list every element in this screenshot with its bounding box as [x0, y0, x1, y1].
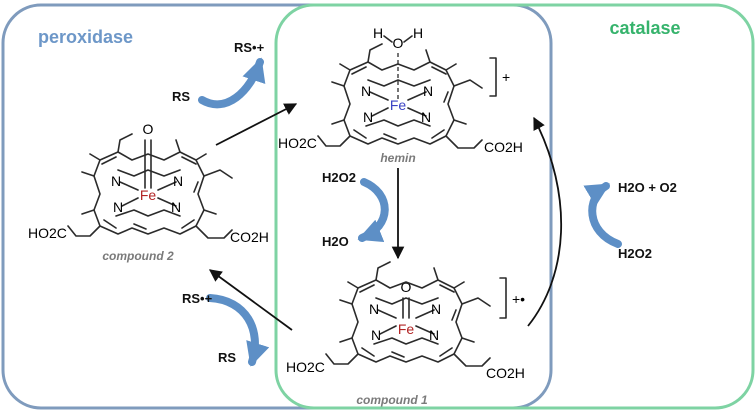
- label-right-out: H2O + O2: [618, 180, 677, 195]
- compound1-charge: +•: [512, 291, 525, 307]
- label-center-in: H2O2: [322, 170, 356, 185]
- compound2-ligand-o: O: [143, 121, 154, 137]
- compound2-n1: N: [111, 173, 121, 189]
- hemin-charge: +: [502, 69, 510, 85]
- compound2-molecule: O N N N N Fe HO2C CO2H compound 2: [28, 121, 269, 263]
- catalase-title: catalase: [609, 18, 680, 38]
- label-right-in: H2O2: [618, 246, 652, 261]
- compound2-n4: N: [171, 199, 181, 215]
- label-center-out: H2O: [322, 234, 349, 249]
- compound2-caption: compound 2: [102, 249, 174, 263]
- label-bottom-left-out: RS•+: [182, 291, 213, 306]
- compound1-caption: compound 1: [356, 393, 428, 407]
- hemin-caption: hemin: [380, 151, 415, 165]
- hemin-n1: N: [361, 83, 371, 99]
- compound2-n3: N: [113, 199, 123, 215]
- hemin-n3: N: [363, 109, 373, 125]
- hemin-right-acid: CO2H: [484, 139, 523, 155]
- hemin-molecule: H O H N N N N Fe HO2C CO2H hemin +: [278, 25, 523, 165]
- label-top-left-in: RS: [172, 89, 190, 104]
- peroxidase-title: peroxidase: [38, 27, 133, 47]
- compound1-left-acid: HO2C: [286, 359, 325, 375]
- label-top-left-out: RS•+: [234, 40, 265, 55]
- hemin-fe: Fe: [390, 97, 407, 113]
- compound1-right-acid: CO2H: [486, 365, 525, 381]
- curved-arrow-center: [357, 178, 389, 242]
- compound2-right-acid: CO2H: [230, 229, 269, 245]
- hemin-ligand-h1: H: [373, 25, 383, 41]
- hemin-n2: N: [423, 83, 433, 99]
- arrow-compound1-to-hemin: [527, 116, 562, 327]
- curved-arrow-bottom-left: [206, 294, 270, 367]
- curved-arrow-right: [583, 182, 622, 248]
- compound2-left-acid: HO2C: [28, 225, 67, 241]
- compound1-n2: N: [431, 301, 441, 317]
- hemin-ligand-h2: H: [413, 25, 423, 41]
- hemin-left-acid: HO2C: [278, 135, 317, 151]
- label-bottom-left-in: RS: [218, 350, 236, 365]
- compound1-ligand-o: O: [401, 279, 412, 295]
- curved-arrow-top-left: [198, 57, 266, 109]
- arrow-compound1-to-compound2: [208, 269, 293, 331]
- catalase-panel: [274, 3, 755, 410]
- arrow-compound2-to-hemin: [215, 103, 298, 146]
- compound1-n3: N: [371, 327, 381, 343]
- compound1-n1: N: [369, 301, 379, 317]
- compound1-n4: N: [429, 327, 439, 343]
- hemin-ligand-o: O: [393, 35, 404, 51]
- compound2-fe: Fe: [140, 187, 157, 203]
- compound1-fe: Fe: [398, 321, 415, 337]
- compound1-molecule: O N N N N Fe HO2C CO2H compound 1 +•: [286, 261, 525, 407]
- compound2-n2: N: [173, 173, 183, 189]
- hemin-n4: N: [421, 109, 431, 125]
- peroxidase-panel: [1, 3, 553, 410]
